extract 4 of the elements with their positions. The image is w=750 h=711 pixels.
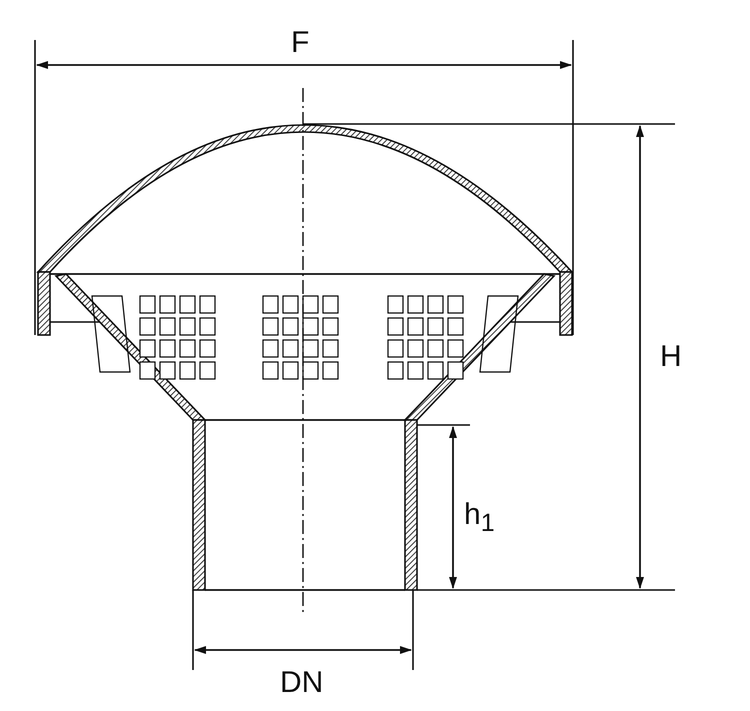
- dimension-label: DN: [280, 668, 324, 698]
- dimension-label: F: [291, 28, 310, 58]
- dimension-label: h$_{1}$: [464, 500, 495, 536]
- dimension-label: H: [660, 342, 682, 372]
